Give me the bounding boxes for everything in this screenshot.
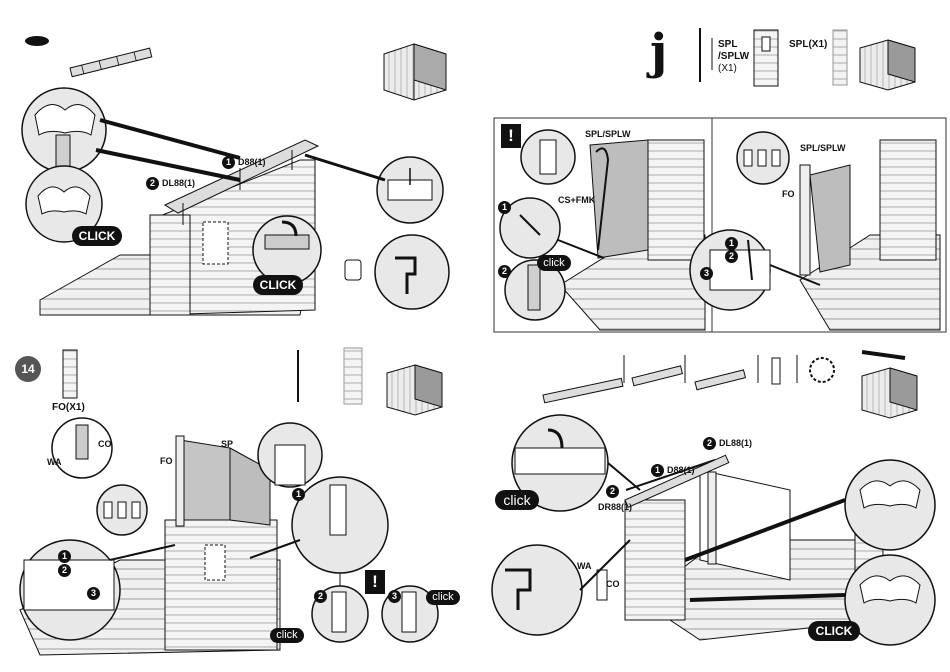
click-badge: CLICK [808, 621, 860, 641]
click-badge: CLICK [72, 226, 122, 246]
part-label: FO(X1) [52, 403, 85, 413]
wa-label: WA [47, 458, 62, 467]
callout-number-1: 1 [58, 550, 71, 563]
callout-number-2: 2 [498, 265, 511, 278]
co-label: CO [98, 440, 112, 449]
callout-number-3: 3 [700, 267, 713, 280]
callout-number-1: 1 [651, 464, 664, 477]
dr88-label: DR88(1) [598, 503, 632, 512]
header-qty: (X1) [718, 64, 737, 74]
header-part-spl-qty: SPL(X1) [789, 40, 827, 50]
step-number: 14 [17, 362, 39, 376]
callout-number-1: 1 [292, 488, 305, 501]
click-badge: click [495, 490, 539, 510]
sp-label: SP [221, 440, 233, 449]
step-letter: j [650, 28, 667, 76]
wa-label: WA [577, 562, 592, 571]
q1-illustration [22, 36, 449, 315]
callout-number-1: 1 [222, 156, 235, 169]
callout-number-3: 3 [388, 590, 401, 603]
header-part-splw: /SPLW [718, 52, 749, 62]
dl88-label: DL88(1) [162, 179, 195, 188]
callout-number-3: 3 [87, 587, 100, 600]
callout-number-2: 2 [703, 437, 716, 450]
dl88-label: DL88(1) [719, 439, 752, 448]
warning-badge: ! [501, 124, 521, 148]
d88-label: D88(1) [238, 158, 266, 167]
callout-number-1: 1 [725, 237, 738, 250]
callout-number-2: 2 [725, 250, 738, 263]
co-label: CO [606, 580, 620, 589]
fastener-label: CS+FMK [558, 196, 595, 205]
part-fo-label: FO [782, 190, 795, 199]
callout-number-2: 2 [314, 590, 327, 603]
panel-a-title: SPL/SPLW [585, 130, 631, 139]
callout-number-2: 2 [606, 485, 619, 498]
callout-number-2: 2 [58, 564, 71, 577]
panel-b-title: SPL/SPLW [800, 144, 846, 153]
q4-illustration [492, 352, 935, 645]
q3-illustration [15, 348, 442, 655]
d88-label: D88(1) [667, 466, 695, 475]
warning-badge: ! [365, 570, 385, 594]
callout-number-2: 2 [146, 177, 159, 190]
click-badge: click [537, 255, 571, 271]
header-part-spl: SPL [718, 40, 737, 50]
click-badge: click [270, 628, 304, 643]
callout-number-1: 1 [498, 201, 511, 214]
fo-label: FO [160, 457, 173, 466]
click-badge: click [426, 590, 460, 605]
click-badge: CLICK [253, 275, 303, 295]
